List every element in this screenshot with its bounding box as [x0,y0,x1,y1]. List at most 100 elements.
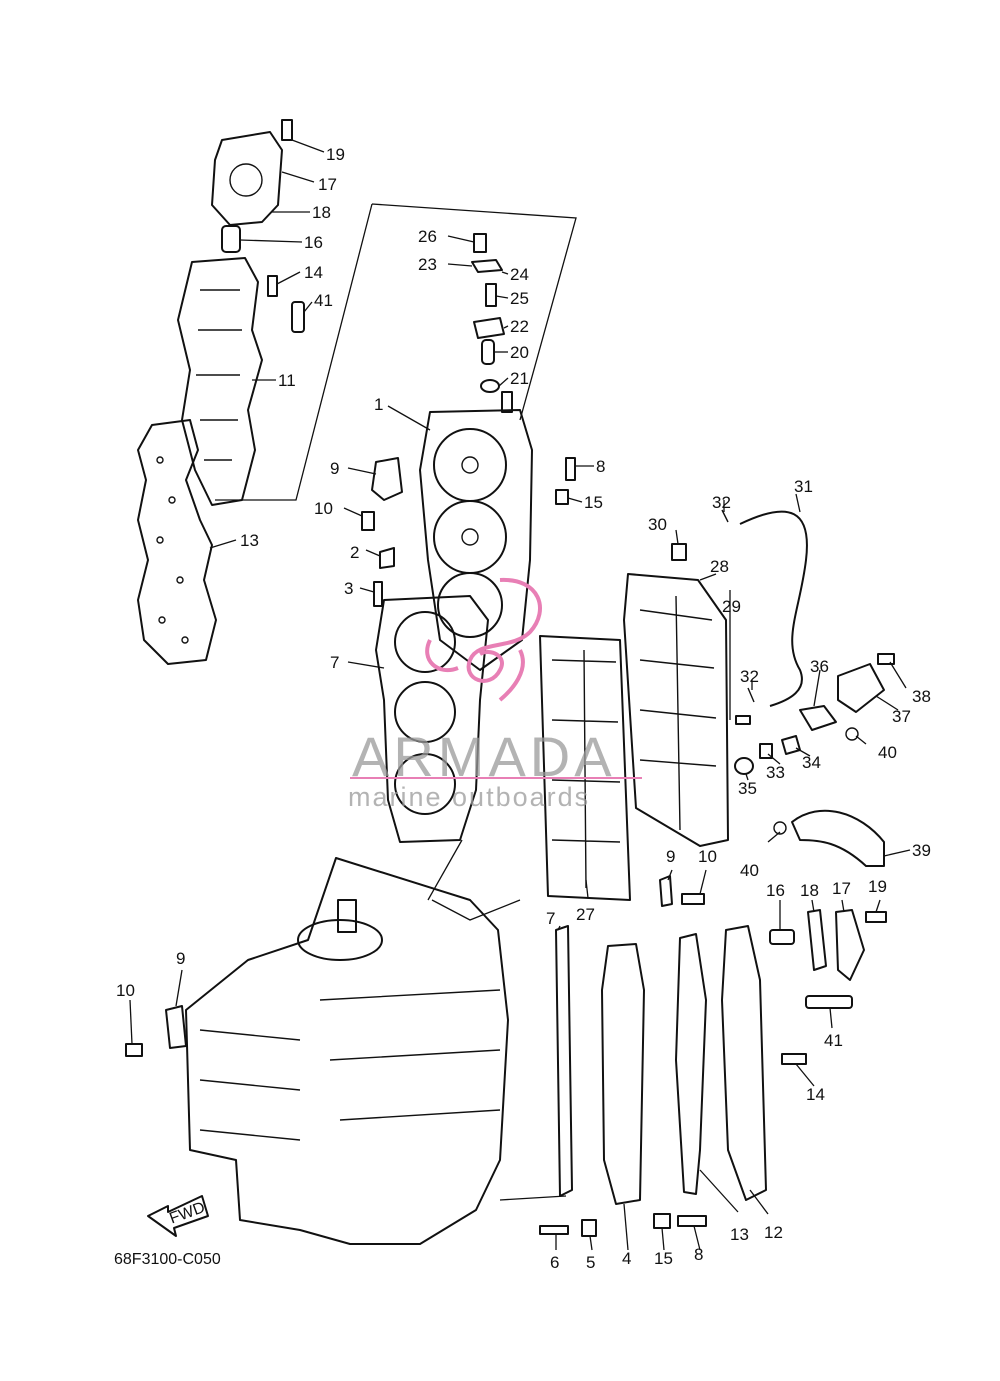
screw-6 [539,1225,569,1235]
thermostat-16-a [221,225,241,253]
bolt-14-b [781,1053,807,1065]
upper-exhaust-cover-group [137,119,305,665]
callout-label: 40 [740,861,759,880]
callout-label: 22 [510,317,529,336]
callout-label: 40 [878,743,897,762]
callout-label: 6 [550,1253,559,1272]
plate-9-b [165,1005,187,1049]
callout-label: 30 [648,515,667,534]
callout-label: 11 [278,371,296,390]
combustion-chamber-3 [437,572,503,638]
gasket-18-b [807,909,827,971]
callout-label: 32 [712,493,731,512]
exhaust-gasket-27 [539,635,631,901]
plate-9-c [659,875,673,907]
callout-label: 35 [738,779,757,798]
callout-label: 39 [912,841,931,860]
callout-label: 26 [418,227,437,246]
callout-label: 16 [766,881,785,900]
callout-label: 8 [694,1245,703,1264]
clip-32-a [721,509,729,523]
callout-label: 36 [810,657,829,676]
callout-label: 19 [326,145,345,164]
bolt-10-a [361,511,375,531]
gasket-36 [799,705,837,731]
callout-label: 15 [584,493,603,512]
combustion-chamber-1 [433,428,507,502]
callout-label: 17 [832,879,851,898]
callout-label: 18 [312,203,331,222]
inner-cover-4 [601,943,645,1205]
hose-39 [791,809,885,867]
spring-34 [781,735,801,755]
callout-label: 41 [314,291,333,310]
gasket-7-b [555,925,573,1197]
cover-ribs [196,289,242,461]
lower-exhaust-group [539,875,887,1237]
callout-label: 9 [330,459,339,478]
thermostat-stack [471,233,505,393]
clip-32-b [747,687,755,703]
cylinder-head-1 [361,391,576,671]
thermostat-16-b [769,929,795,945]
hose-31-group [721,509,808,707]
exhaust-cover-28 [623,543,751,847]
watermark-seahorse-icon [425,577,542,702]
bolt-30 [671,543,687,561]
callout-label: 13 [240,531,259,550]
seal-35 [734,757,754,775]
bolt-25 [485,283,497,307]
callout-label: 15 [654,1249,673,1268]
exhaust-cover-11 [177,257,263,506]
sensor-41-a [291,301,305,333]
gasket-13-a [137,419,217,665]
callout-label: 13 [730,1225,749,1244]
elbow-37 [837,663,885,713]
fwd-arrow [147,1195,209,1237]
watermark: ARMADA marine outboards [348,577,642,812]
callout-label: 3 [344,579,353,598]
bolt-19-a [281,119,293,141]
cover-17-b [835,909,865,981]
diagram-code: 68F3100-C050 [114,1251,221,1268]
sensor-41-b [805,995,853,1009]
bolt-19-b [865,911,887,923]
dowel-15-a [555,489,569,505]
callout-label: 41 [824,1031,843,1050]
callout-labels: 19 17 18 16 14 41 11 13 26 23 24 25 22 2… [116,145,931,1272]
callout-label: 2 [350,543,359,562]
bracket-2 [379,547,395,569]
grommet-21 [480,379,500,393]
callout-label: 8 [596,457,605,476]
callout-label: 25 [510,289,529,308]
screw-3 [373,581,383,607]
plate-9-a [371,457,403,501]
plate-5 [581,1219,597,1237]
head-gasket-7-a [375,595,489,843]
cover-plate-17 [211,131,283,226]
callout-label: 29 [722,597,741,616]
callout-label: 10 [116,981,135,1000]
callout-label: 19 [868,877,887,896]
callout-label: 24 [510,265,529,284]
callout-label: 34 [802,753,821,772]
leader-lines [129,139,911,1251]
callout-label: 27 [576,905,595,924]
valve-33 [759,743,773,759]
bolt-8-b [677,1215,707,1227]
bolt-14-a [267,275,278,297]
bolt-38 [877,653,895,665]
holder-22 [473,317,505,339]
clip-23-24 [471,259,503,273]
callout-label: 7 [546,909,555,928]
watermark-tagline: marine outboards [348,782,590,812]
callout-label: 28 [710,557,729,576]
callout-label: 21 [510,369,529,388]
callout-label: 31 [794,477,813,496]
callout-label: 23 [418,255,437,274]
callout-label: 10 [314,499,333,518]
head-frame-outline [215,203,577,501]
callout-label: 18 [800,881,819,900]
bolt-10-b [125,1043,143,1057]
